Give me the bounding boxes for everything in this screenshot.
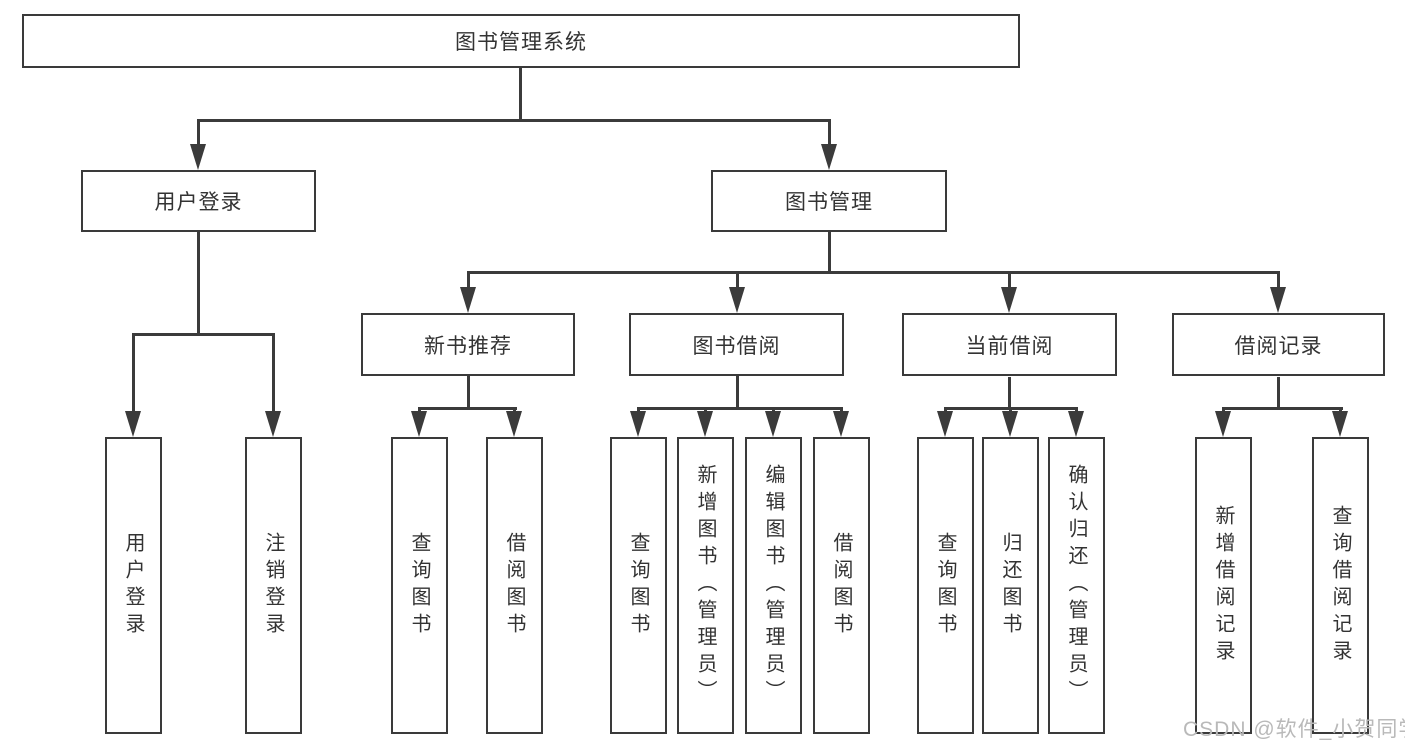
leaf-recommend-borrow-books: 借阅图书 — [486, 437, 543, 734]
arrowhead-icon — [729, 287, 745, 313]
arrowhead-icon — [460, 287, 476, 313]
leaf-borrow-query-books: 查询图书 — [610, 437, 667, 734]
arrowhead-icon — [265, 411, 281, 437]
connector-line — [467, 271, 1279, 274]
leaf-recommend-borrow-books-label: 借阅图书 — [503, 531, 525, 640]
connector-line — [467, 271, 470, 291]
arrowhead-icon — [1068, 411, 1084, 437]
node-root-label: 图书管理系统 — [455, 31, 587, 54]
leaf-current-query-books-label: 查询图书 — [934, 531, 956, 640]
connector-line — [736, 271, 739, 291]
arrowhead-icon — [697, 411, 713, 437]
leaf-current-return-books-label: 归还图书 — [999, 531, 1021, 640]
watermark-text: CSDN @软件_小贺同学 — [1183, 718, 1405, 741]
leaf-logout: 注销登录 — [245, 437, 302, 734]
arrowhead-icon — [1270, 287, 1286, 313]
arrowhead-icon — [765, 411, 781, 437]
connector-line — [272, 333, 275, 413]
leaf-current-confirm-return-admin-label: 确认归还（管理员） — [1065, 464, 1087, 707]
connector-line — [1277, 377, 1280, 410]
leaf-user-login-label: 用户登录 — [122, 531, 144, 640]
connector-line — [1222, 407, 1343, 410]
connector-line — [467, 376, 470, 410]
node-current-borrow-label: 当前借阅 — [965, 334, 1054, 358]
connector-line — [1008, 271, 1011, 291]
leaf-borrow-add-books-admin-label: 新增图书（管理员） — [694, 464, 716, 707]
connector-line — [197, 119, 831, 122]
connector-line — [828, 119, 831, 147]
leaf-borrow-add-books-admin: 新增图书（管理员） — [677, 437, 734, 734]
connector-line — [197, 232, 200, 336]
leaf-user-login: 用户登录 — [105, 437, 162, 734]
arrowhead-icon — [411, 411, 427, 437]
leaf-borrow-edit-books-admin: 编辑图书（管理员） — [745, 437, 802, 734]
node-new-book-recommend: 新书推荐 — [361, 313, 575, 376]
arrowhead-icon — [821, 144, 837, 170]
connector-line — [1008, 377, 1011, 410]
leaf-borrow-edit-books-admin-label: 编辑图书（管理员） — [762, 464, 784, 707]
connector-line — [132, 333, 135, 413]
connector-line — [519, 68, 522, 121]
leaf-current-return-books: 归还图书 — [982, 437, 1039, 734]
leaf-logout-label: 注销登录 — [262, 531, 284, 640]
arrowhead-icon — [1332, 411, 1348, 437]
leaf-records-query-record: 查询借阅记录 — [1312, 437, 1369, 734]
connector-line — [828, 232, 831, 274]
connector-line — [736, 376, 739, 410]
connector-line — [637, 407, 843, 410]
node-new-book-recommend-label: 新书推荐 — [424, 334, 512, 358]
node-book-management-label: 图书管理 — [785, 191, 873, 214]
arrowhead-icon — [833, 411, 849, 437]
arrowhead-icon — [630, 411, 646, 437]
arrowhead-icon — [125, 411, 141, 437]
node-current-borrow: 当前借阅 — [902, 313, 1117, 376]
node-borrow-records: 借阅记录 — [1172, 313, 1385, 376]
node-book-borrow: 图书借阅 — [629, 313, 844, 376]
leaf-borrow-query-books-label: 查询图书 — [627, 531, 649, 640]
node-borrow-records-label: 借阅记录 — [1234, 334, 1323, 358]
leaf-borrow-borrow-books-label: 借阅图书 — [830, 531, 852, 640]
arrowhead-icon — [190, 144, 206, 170]
arrowhead-icon — [506, 411, 522, 437]
arrowhead-icon — [1002, 411, 1018, 437]
node-user-login: 用户登录 — [81, 170, 316, 232]
leaf-recommend-query-books: 查询图书 — [391, 437, 448, 734]
connector-line — [418, 407, 517, 410]
node-root: 图书管理系统 — [22, 14, 1020, 68]
connector-line — [132, 333, 275, 336]
connector-line — [1277, 271, 1280, 291]
leaf-current-query-books: 查询图书 — [917, 437, 974, 734]
leaf-records-query-record-label: 查询借阅记录 — [1329, 504, 1351, 667]
arrowhead-icon — [1215, 411, 1231, 437]
leaf-records-add-record: 新增借阅记录 — [1195, 437, 1252, 734]
connector-line — [197, 119, 200, 147]
node-book-management: 图书管理 — [711, 170, 947, 232]
leaf-records-add-record-label: 新增借阅记录 — [1212, 504, 1234, 667]
node-user-login-label: 用户登录 — [154, 191, 243, 214]
leaf-recommend-query-books-label: 查询图书 — [408, 531, 430, 640]
leaf-borrow-borrow-books: 借阅图书 — [813, 437, 870, 734]
node-book-borrow-label: 图书借阅 — [692, 334, 781, 358]
leaf-current-confirm-return-admin: 确认归还（管理员） — [1048, 437, 1105, 734]
arrowhead-icon — [1001, 287, 1017, 313]
arrowhead-icon — [937, 411, 953, 437]
